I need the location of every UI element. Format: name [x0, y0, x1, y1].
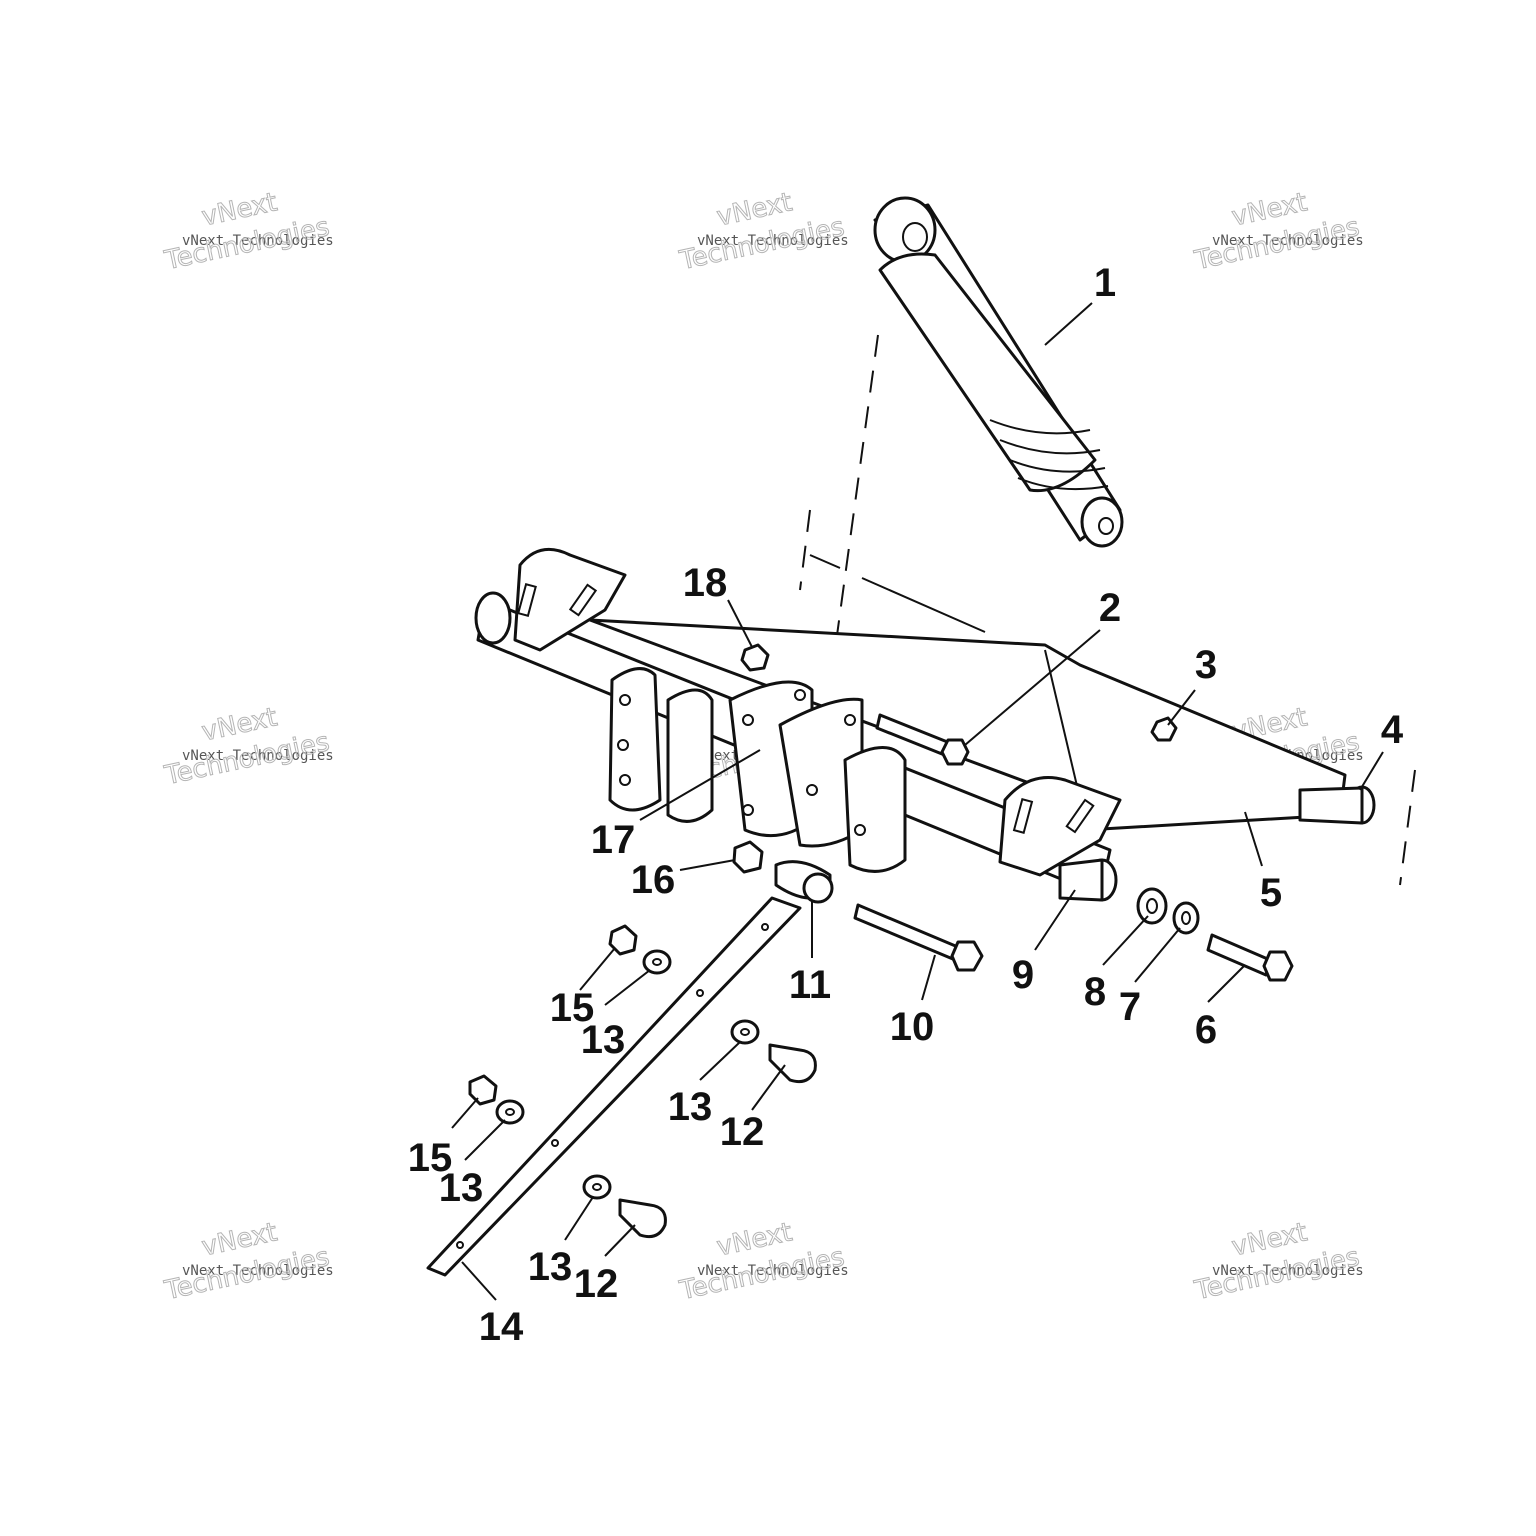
alignment-lines [799, 334, 1416, 886]
right-axis-line [1399, 769, 1416, 886]
callout-1: 1 [1094, 261, 1116, 305]
upper-bracket [513, 547, 627, 652]
nut-18 [740, 643, 770, 672]
leader-lines [451, 302, 1384, 1301]
shock-absorber [873, 196, 1124, 548]
callout-13c: 13 [439, 1166, 484, 1210]
bolt-head-10 [950, 940, 984, 972]
callout-13b: 13 [668, 1085, 713, 1129]
callout-16: 16 [631, 858, 676, 902]
watermark-small-text: vNext Technologies [1212, 1263, 1364, 1279]
callout-4: 4 [1381, 708, 1404, 752]
callout-2: 2 [1099, 586, 1121, 630]
callout-17: 17 [591, 818, 636, 862]
nut-16 [732, 840, 764, 874]
callout-14: 14 [479, 1305, 524, 1349]
watermark-small-text: vNext Technologies [1212, 233, 1364, 249]
washer-8 [1136, 887, 1168, 925]
bolt-head-6 [1262, 950, 1294, 982]
watermark-small-text: vNext Technologies [182, 748, 334, 764]
watermark-tile: vNext Technologies vNext Technologies [161, 187, 334, 277]
watermark-tile: vNext Technologies vNext Technologies [1191, 187, 1364, 277]
rivet-12b [618, 1198, 667, 1239]
watermark-tile: vNext Technologies vNext Technologies [676, 187, 849, 277]
washer-7 [1172, 901, 1200, 935]
callout-12a: 12 [720, 1110, 765, 1154]
watermark-tile: vNext Technologies vNext Technologies [676, 1217, 849, 1307]
slide-strip-group [426, 896, 817, 1277]
washer-13a [642, 949, 672, 975]
callout-15b: 15 [408, 1136, 453, 1180]
bolt-head-2 [940, 738, 970, 766]
callout-18: 18 [683, 561, 728, 605]
link-plates [608, 667, 907, 873]
watermark-tile: vNext Technologies vNext Technologies [161, 1217, 334, 1307]
callout-6: 6 [1195, 1008, 1217, 1052]
callout-7: 7 [1119, 985, 1141, 1029]
nut-15a [608, 924, 638, 956]
slide-strip-14 [426, 896, 802, 1277]
watermark-small-text: vNext Technologies [697, 233, 849, 249]
washer-13d [582, 1174, 612, 1200]
callout-labels: 1 2 3 4 5 6 7 8 9 10 11 12 12 13 13 13 1… [408, 261, 1404, 1349]
nut-15b [468, 1074, 498, 1106]
watermark-tile: vNext Technologies vNext Technologies [1191, 1217, 1364, 1307]
lower-bracket [998, 776, 1122, 877]
hardware [732, 643, 1294, 982]
bolt-6 [1206, 933, 1272, 977]
watermark-small-text: vNext Technologies [182, 1263, 334, 1279]
watermark-tile: vNext Technologies vNext Technologies [161, 702, 334, 792]
callout-13a: 13 [581, 1018, 626, 1062]
callout-9: 9 [1012, 953, 1034, 997]
callout-11: 11 [789, 963, 831, 1007]
washer-13c [495, 1099, 525, 1125]
rivet-12a [768, 1043, 817, 1084]
left-axis-line [799, 509, 811, 591]
axis-guide [861, 577, 986, 633]
shock-axis-line [834, 334, 879, 651]
bolt-10 [853, 903, 967, 964]
axis-tick [809, 554, 841, 569]
callout-13d: 13 [528, 1245, 573, 1289]
callout-3: 3 [1195, 643, 1217, 687]
callout-5: 5 [1260, 871, 1282, 915]
watermark-small-text: vNext Technologies [697, 1263, 849, 1279]
callout-12b: 12 [574, 1262, 619, 1306]
callout-8: 8 [1084, 970, 1106, 1014]
washer-13b [730, 1019, 760, 1045]
watermark-small-text: vNext Technologies [182, 233, 334, 249]
callout-15a: 15 [550, 986, 595, 1030]
callout-10: 10 [890, 1005, 935, 1049]
